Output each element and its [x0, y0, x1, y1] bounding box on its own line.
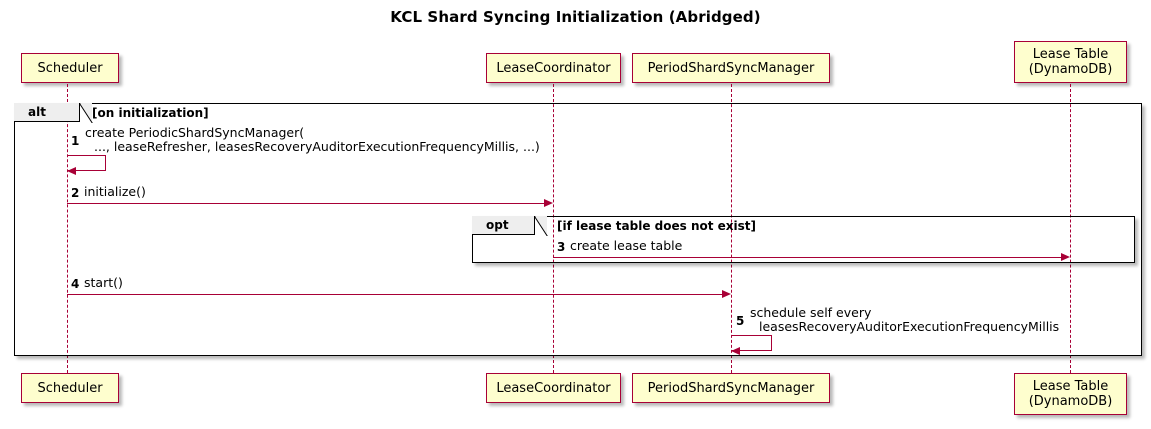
group-frame-alt	[14, 103, 1142, 356]
group-keyword-alt: alt	[28, 105, 46, 119]
message-5-label-line1: schedule self every	[750, 305, 872, 320]
group-keyword-opt: opt	[486, 218, 509, 232]
message-3-number: 3	[557, 240, 566, 254]
message-3-arrowhead	[1061, 253, 1070, 261]
lifeline-leasecoordinator	[553, 84, 554, 373]
participant-label: LeaseCoordinator	[496, 60, 611, 76]
participant-label-line1: Lease Table	[1032, 379, 1109, 394]
participant-leasecoordinator-bottom[interactable]: LeaseCoordinator	[486, 373, 621, 403]
message-4-number: 4	[71, 277, 80, 291]
message-2-line	[67, 203, 544, 204]
group-tab-fold-alt	[80, 103, 92, 122]
participant-leasetable-bottom[interactable]: Lease Table (DynamoDB)	[1014, 373, 1127, 415]
lifeline-scheduler	[67, 84, 68, 373]
participant-scheduler-top[interactable]: Scheduler	[21, 53, 119, 83]
participant-scheduler-bottom[interactable]: Scheduler	[21, 373, 119, 403]
group-condition-opt: [if lease table does not exist]	[557, 219, 757, 233]
message-3-line	[553, 257, 1061, 258]
participant-label-line1: Lease Table	[1032, 47, 1109, 62]
participant-periodshardsyncmanager-top[interactable]: PeriodShardSyncManager	[632, 53, 830, 83]
group-condition-alt: [on initialization]	[92, 106, 209, 120]
group-tab-alt: alt	[14, 103, 80, 122]
participant-label-line2: (DynamoDB)	[1028, 394, 1113, 409]
page-title: KCL Shard Syncing Initialization (Abridg…	[390, 8, 761, 26]
participant-periodshardsyncmanager-bottom[interactable]: PeriodShardSyncManager	[632, 373, 830, 403]
participant-leasetable-top[interactable]: Lease Table (DynamoDB)	[1014, 41, 1127, 83]
message-4-line	[67, 294, 722, 295]
lifeline-periodshardsyncmanager	[731, 84, 732, 373]
group-tab-fold-line-opt	[534, 216, 549, 236]
message-1-label-line1: create PeriodicShardSyncManager(	[85, 125, 305, 140]
participant-label: Scheduler	[37, 60, 103, 76]
message-2-arrowhead	[544, 199, 553, 207]
message-5-number: 5	[736, 314, 745, 328]
message-5-arrowhead	[731, 347, 740, 355]
participant-label-line2: (DynamoDB)	[1028, 62, 1113, 77]
participant-label: PeriodShardSyncManager	[647, 380, 815, 396]
message-1-number: 1	[71, 134, 80, 148]
message-4-label: start()	[84, 275, 123, 290]
message-1-arrowhead	[67, 167, 76, 175]
participant-label: PeriodShardSyncManager	[647, 60, 815, 76]
message-5-self-loop	[731, 335, 772, 351]
participant-label: LeaseCoordinator	[496, 380, 611, 396]
participant-leasecoordinator-top[interactable]: LeaseCoordinator	[486, 53, 621, 83]
group-frame-opt	[472, 216, 1135, 263]
message-2-number: 2	[71, 186, 80, 200]
message-1-self-loop	[67, 155, 106, 171]
message-3-label: create lease table	[570, 238, 683, 253]
group-tab-opt: opt	[472, 216, 535, 235]
group-tab-fold-opt	[535, 216, 547, 235]
message-1-label-line2: ..., leaseRefresher, leasesRecoveryAudit…	[94, 139, 540, 154]
message-2-label: initialize()	[84, 184, 146, 199]
message-4-arrowhead	[722, 290, 731, 298]
message-5-label-line2: leasesRecoveryAuditorExecutionFrequencyM…	[759, 319, 1060, 334]
lifeline-leasetable	[1070, 84, 1071, 373]
participant-label: Scheduler	[37, 380, 103, 396]
